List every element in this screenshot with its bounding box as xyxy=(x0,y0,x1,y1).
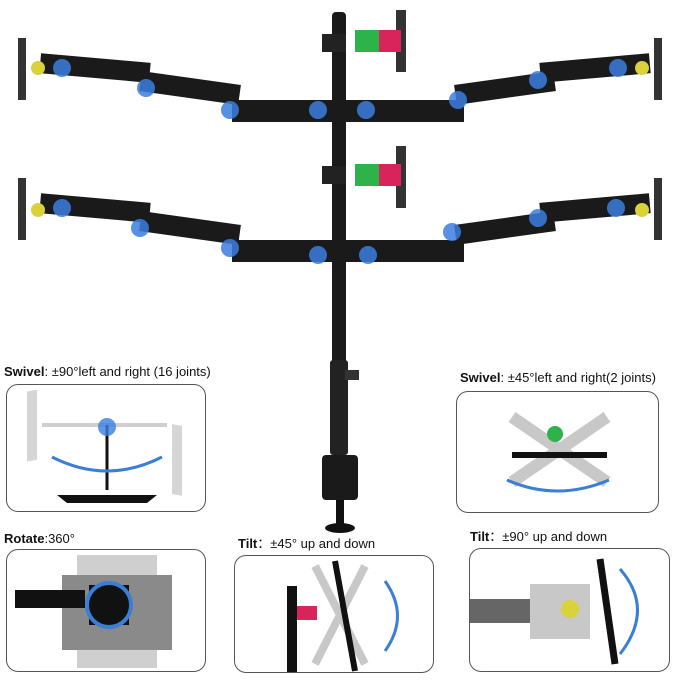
caption-title: Swivel xyxy=(4,364,45,379)
swivel-arrow-icon xyxy=(51,455,163,473)
tilt-mid-caption: Tilt：±45° up and down xyxy=(238,536,375,551)
bottom-arm-row xyxy=(18,146,662,262)
caption-sep: ： xyxy=(489,529,503,544)
caption-sep: : xyxy=(44,364,49,379)
caption-text: ±45°left and right(2 joints) xyxy=(504,370,656,385)
tilt-arrow-icon xyxy=(383,580,399,652)
caption-sep: : xyxy=(500,370,505,385)
caption-text: 360° xyxy=(48,531,75,546)
tilt-wide-panel xyxy=(469,548,670,672)
swivel-arrow-icon xyxy=(506,478,610,493)
caption-text: ±90°left and right (16 joints) xyxy=(48,364,211,379)
caption-text: ±90° up and down xyxy=(502,529,608,544)
caption-sep: : xyxy=(44,531,49,546)
tilt-arrow-icon xyxy=(618,568,639,655)
caption-title: Tilt xyxy=(470,529,490,544)
rotate-arrow-icon xyxy=(85,581,133,629)
tilt-right-caption: Tilt：±90° up and down xyxy=(470,529,607,544)
caption-title: Swivel xyxy=(460,370,501,385)
center-pole xyxy=(322,12,359,533)
vesa-joints xyxy=(31,61,649,217)
caption-title: Tilt xyxy=(238,536,258,551)
caption-sep: ： xyxy=(257,536,271,551)
swivel-joint-icon xyxy=(98,418,116,436)
rotate-caption: Rotate:360° xyxy=(4,531,75,546)
joints xyxy=(53,59,627,264)
swivel-left-caption: Swivel: ±90°left and right (16 joints) xyxy=(4,364,211,379)
caption-title: Rotate xyxy=(4,531,45,546)
swivel-right-caption: Swivel: ±45°left and right(2 joints) xyxy=(460,370,656,385)
rotate-detail-panel xyxy=(6,549,206,672)
caption-text: ±45° up and down xyxy=(270,536,376,551)
swivel-center-panel xyxy=(456,391,659,513)
tilt-detail-panel xyxy=(234,555,434,673)
swivel-detail-panel xyxy=(6,384,206,512)
